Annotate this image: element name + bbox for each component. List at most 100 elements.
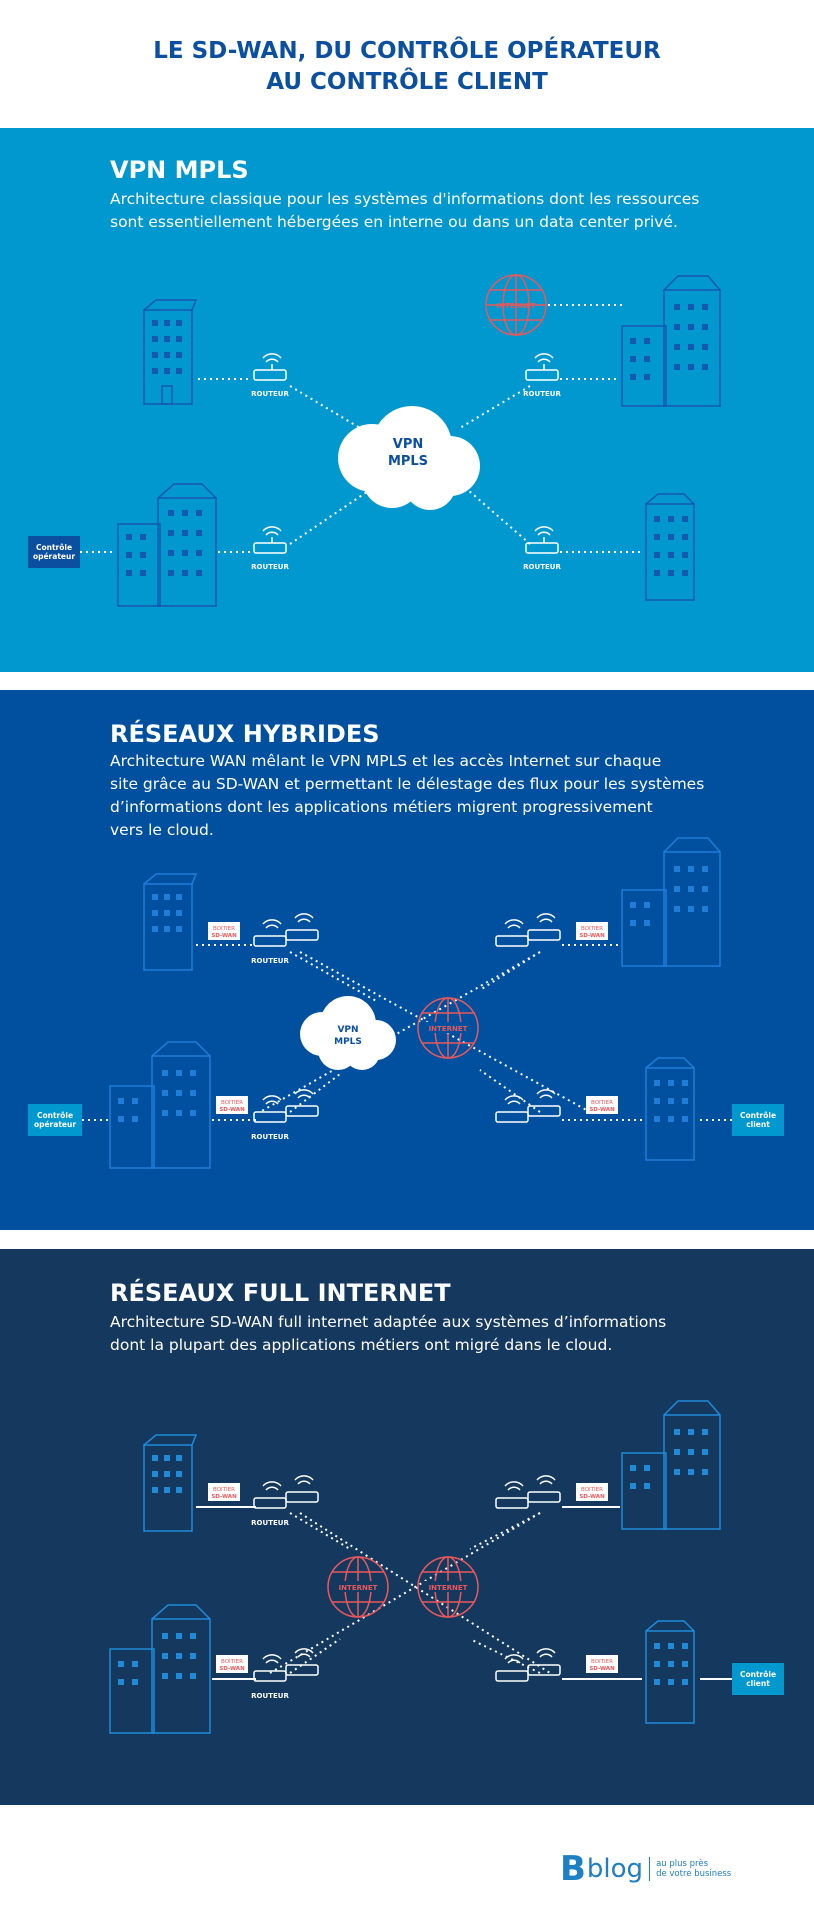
description-line: vers le cloud. [110,821,214,839]
router-icon [525,526,559,554]
sdwan-box-line: BOITIER [221,1100,243,1106]
badge-label-line: client [746,1120,770,1129]
internet-label: INTERNET [429,1584,468,1592]
logo-text: blog [586,1854,644,1884]
badge-label-line: Contrôle [36,543,72,552]
cloud-label-line: MPLS [334,1037,362,1047]
sdwan-box-line: BOITIER [581,926,603,932]
building-icon [143,299,198,405]
description-line: site grâce au SD-WAN et permettant le dé… [110,775,705,793]
cloud-label-line: MPLS [388,454,428,469]
router-label: ROUTEUR [251,1519,289,1527]
vpn-mpls-cloud [300,996,396,1070]
router-label: ROUTEUR [251,1692,289,1700]
badge-label-line: client [746,1679,770,1688]
sdwan-box-line: SD-WAN [579,1494,605,1500]
sdwan-box-line: BOITIER [591,1100,613,1106]
router-icon [285,913,319,941]
internet-globe-icon [485,274,547,336]
building-icon [117,483,217,607]
connections [82,944,732,1121]
router-label: ROUTEUR [251,957,289,965]
internet-globe-icon [417,997,479,1059]
internet-label: INTERNET [497,302,536,310]
section-vpn-mpls: VPN MPLS Architecture classique pour les… [0,128,814,672]
badge-label-line: Contrôle [740,1670,776,1679]
badge-label-line: Contrôle [37,1111,73,1120]
section-full-internet: RÉSEAUX FULL INTERNET Architecture SD-WA… [0,1249,814,1805]
description-line: dont la plupart des applications métiers… [110,1336,613,1354]
cloud-label-line: VPN [337,1025,358,1035]
internet-label-bg [424,1581,472,1592]
building-icon [645,493,695,601]
router-icon [495,919,529,947]
sdwan-box-line: SD-WAN [589,1666,615,1672]
router-icon [253,1654,287,1682]
building-icon [143,873,198,971]
building-icon [621,275,721,407]
router-label: ROUTEUR [251,563,289,571]
badge-label-line: opérateur [34,1120,76,1129]
internet-label-bg [334,1581,382,1592]
sdwan-box-line: BOITIER [213,926,235,932]
section-title: VPN MPLS [110,156,249,184]
router-icon [253,1481,287,1509]
description-line: Architecture WAN mêlant le VPN MPLS et l… [110,752,662,770]
section-title: RÉSEAUX HYBRIDES [110,720,380,748]
section-description: Architecture classique pour les systèmes… [110,188,730,234]
page-title: LE SD-WAN, DU CONTRÔLE OPÉRATEUR AU CONT… [0,36,814,98]
connections [269,1512,551,1674]
badge-label-line: Contrôle [740,1111,776,1120]
logo-b: B [560,1849,586,1889]
connections [80,304,640,553]
router-icon [525,353,559,381]
sdwan-box-line: SD-WAN [219,1666,245,1672]
router-label: ROUTEUR [251,1133,289,1141]
description-line: d’informations dont les applications mét… [110,798,653,816]
section-hybrid-networks: RÉSEAUX HYBRIDES Architecture WAN mêlant… [0,690,814,1230]
router-icon [253,1095,287,1123]
building-icon [645,1057,695,1161]
vpn-mpls-diagram: ROUTEUR ROUTEUR ROUTEUR ROUTEUR INTERNET [28,274,721,607]
control-operator-badge [28,1104,82,1136]
sdwan-box-line: SD-WAN [579,933,605,939]
router-icon [527,1475,561,1503]
tagline-line: de votre business [656,1869,732,1879]
control-operator-badge [28,536,80,568]
router-icon [495,1654,529,1682]
building-icon [109,1041,211,1169]
building-icon [645,1620,695,1724]
description-line: Architecture classique pour les systèmes… [110,190,700,208]
sdwan-box-line: SD-WAN [211,933,237,939]
sdwan-box-line: BOITIER [581,1487,603,1493]
page-title-line-1: LE SD-WAN, DU CONTRÔLE OPÉRATEUR [153,38,661,64]
router-icon [495,1481,529,1509]
router-label: ROUTEUR [523,390,561,398]
cloud-label-line: VPN [393,437,423,452]
router-icon [253,526,287,554]
description-line: sont essentiellement hébergées en intern… [110,213,678,231]
internet-label-bg [424,1022,472,1033]
router-icon [285,1648,319,1676]
internet-label: INTERNET [429,1025,468,1033]
router-label: ROUTEUR [251,390,289,398]
router-label: ROUTEUR [523,563,561,571]
sdwan-box-line: SD-WAN [219,1107,245,1113]
page-title-line-2: AU CONTRÔLE CLIENT [266,69,548,95]
sdwan-box-line: BOITIER [221,1659,243,1665]
router-icon [527,913,561,941]
building-icon [143,1434,198,1532]
section-description: Architecture WAN mêlant le VPN MPLS et l… [110,750,730,842]
section-title: RÉSEAUX FULL INTERNET [110,1279,451,1307]
bblog-logo[interactable]: B blog au plus près de votre business [560,1852,731,1886]
logo-separator [649,1857,651,1881]
router-icon [495,1095,529,1123]
logo-tagline: au plus près de votre business [656,1859,731,1879]
building-icon [109,1604,211,1734]
